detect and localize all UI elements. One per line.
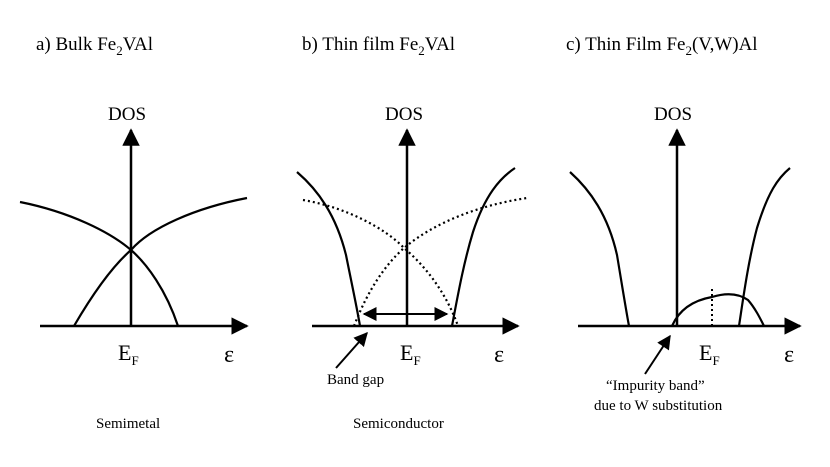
panel-b-valence-band	[296, 171, 362, 327]
panel-a-overlapping-bands	[19, 196, 248, 252]
panel-b-caption: Semiconductor	[353, 416, 444, 432]
panel-c-impurity-pointer	[644, 334, 671, 375]
panel-a-title: a) Bulk Fe2VAl	[36, 34, 153, 58]
panel-a-caption: Semimetal	[96, 416, 160, 432]
panel-a-epsilon-label: ε	[224, 342, 234, 368]
panel-b-conduction-band	[450, 167, 516, 327]
panel-a-dos-label: DOS	[108, 104, 146, 125]
panel-b-title: b) Thin film Fe2VAl	[302, 34, 455, 58]
panel-b-bulk-band-dotted-2	[352, 196, 528, 327]
panel-b-bulk-band-dotted-1	[302, 198, 460, 327]
panel-c-impurity-label: “Impurity band”	[606, 378, 705, 394]
panel-b-fermi-label: EF	[400, 340, 421, 368]
panel-a-crossing-band	[73, 248, 180, 327]
panel-b: b) Thin film Fe2VAl DOS Band gap EF ε Se…	[296, 34, 528, 432]
panel-c-valence-band	[569, 171, 631, 327]
panel-c-fermi-label: EF	[699, 340, 720, 368]
panel-c: c) Thin Film Fe2(V,W)Al DOS “Impurity ba…	[566, 34, 802, 414]
panel-b-gap-pointer	[335, 331, 368, 369]
panel-c-dos-label: DOS	[654, 104, 692, 125]
panel-c-impurity-sublabel: due to W substitution	[594, 398, 723, 414]
panel-c-conduction-band	[737, 167, 791, 327]
panel-c-epsilon-label: ε	[784, 342, 794, 368]
panel-c-title: c) Thin Film Fe2(V,W)Al	[566, 34, 758, 58]
panel-b-dos-label: DOS	[385, 104, 423, 125]
panel-b-band-gap-label: Band gap	[327, 372, 384, 388]
panel-a: a) Bulk Fe2VAl DOS EF ε Semimetal	[19, 34, 249, 432]
panel-b-epsilon-label: ε	[494, 342, 504, 368]
panel-a-fermi-label: EF	[118, 340, 139, 368]
panel-c-impurity-band	[670, 293, 765, 327]
